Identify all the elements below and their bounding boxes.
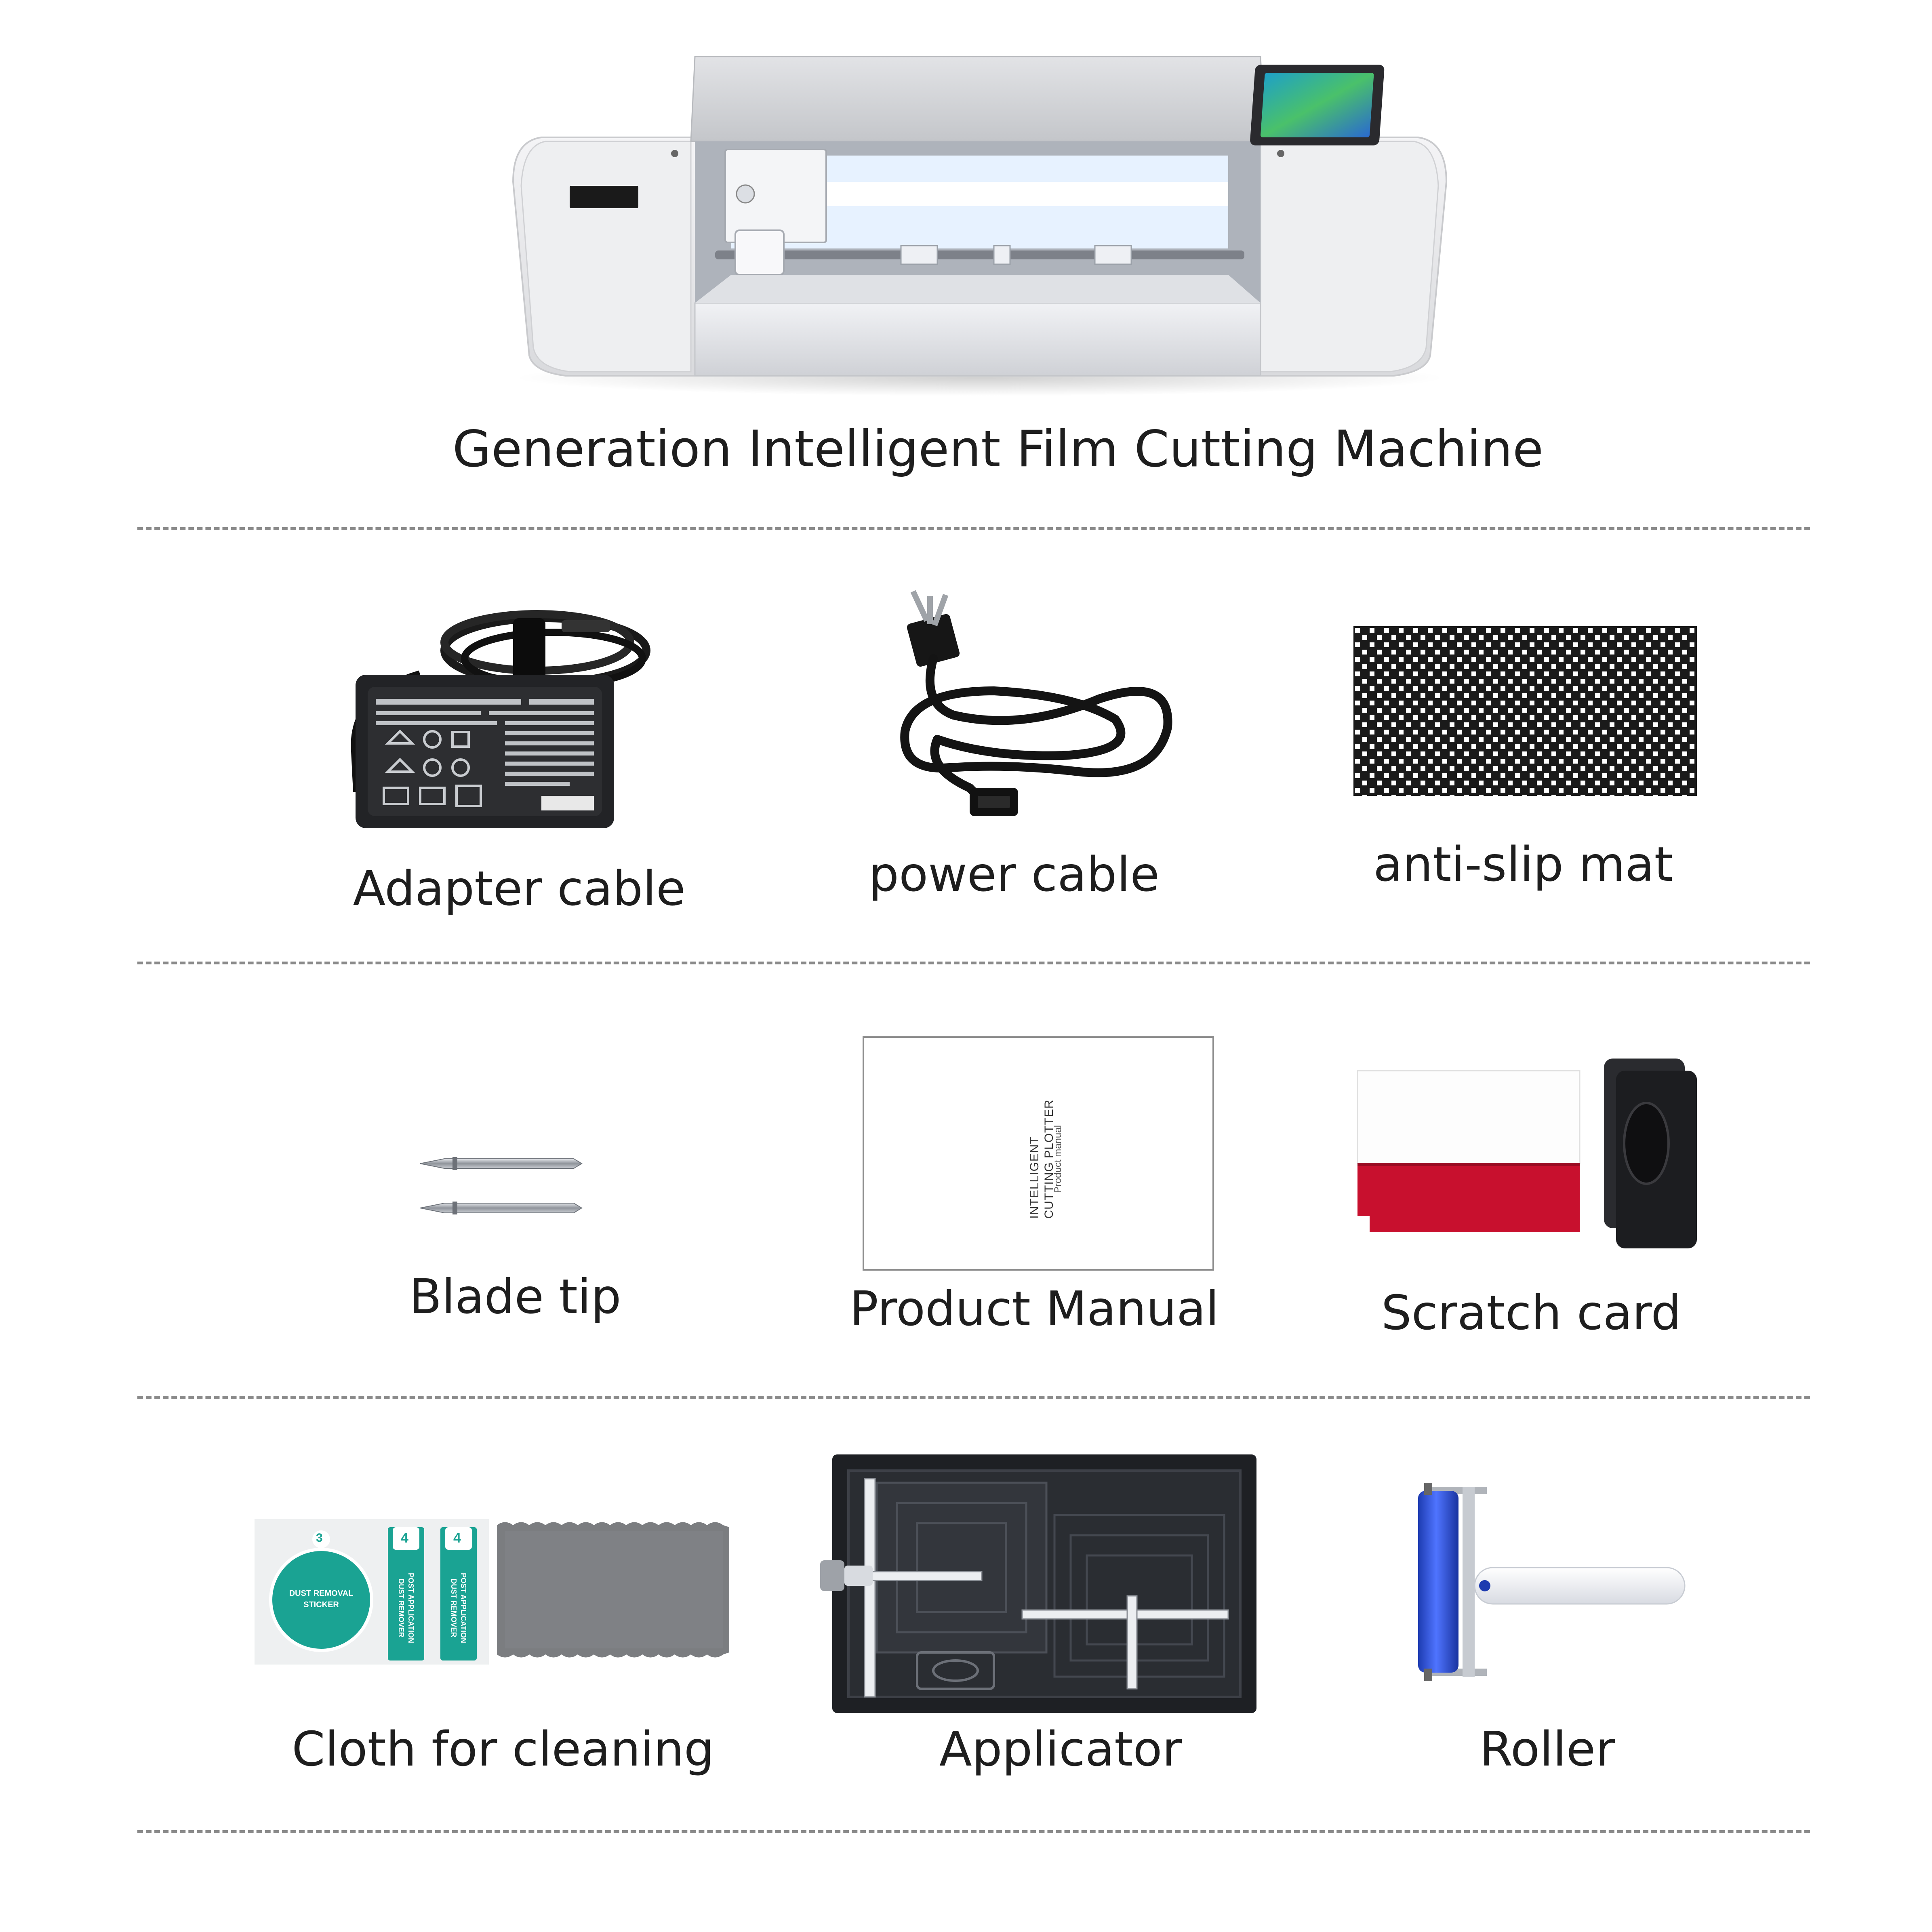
manual-icon: INTELLIGENT CUTTING PLOTTER Product manu… (981, 1099, 1103, 1219)
item-label-adapter-cable: Adapter cable (353, 861, 686, 916)
sticker-post-line1: POST APPLICATION (407, 1572, 415, 1644)
section-divider (137, 962, 1810, 964)
sticker-number-4: 4 (453, 1530, 461, 1546)
section-divider (137, 1830, 1810, 1833)
sticker-post-line2: DUST REMOVER (450, 1578, 458, 1637)
item-label-product-manual: Product Manual (849, 1281, 1219, 1336)
item-label-power-cable: power cable (869, 846, 1160, 902)
item-label-scratch-card: Scratch card (1381, 1285, 1682, 1341)
power-cord-icon (900, 590, 1172, 816)
item-label-anti-slip-mat: anti-slip mat (1373, 836, 1673, 892)
scratch-card-icon (1357, 1059, 1697, 1248)
cutting-machine-icon (512, 56, 1448, 396)
anti-slip-mat-icon (1353, 626, 1697, 796)
blade-tip-image (420, 1151, 590, 1220)
machine-title: Generation Intelligent Film Cutting Mach… (452, 420, 1544, 478)
item-label-cloth-for-cleaning: Cloth for cleaning (292, 1721, 714, 1777)
cutting-machine-image (505, 48, 1454, 400)
adapter-cable-image (335, 582, 691, 832)
anti-slip-mat-image (1353, 626, 1697, 796)
section-divider (137, 1396, 1810, 1399)
item-label-blade-tip: Blade tip (409, 1269, 621, 1324)
sticker-number-4: 4 (401, 1530, 408, 1546)
sticker-post-line1: POST APPLICATION (459, 1572, 467, 1644)
product-manual-image: INTELLIGENT CUTTING PLOTTER Product manu… (863, 1036, 1214, 1271)
scratch-card-image (1357, 1059, 1701, 1252)
cleaning-cloth-image: 3 DUST REMOVAL STICKER 4 4 POST APPLICAT… (255, 1519, 735, 1665)
item-label-applicator: Applicator (939, 1721, 1182, 1777)
sticker-dust-line2: STICKER (303, 1600, 339, 1609)
roller-icon (1418, 1483, 1686, 1681)
section-divider (137, 527, 1810, 530)
blade-tip-icon (420, 1157, 583, 1214)
power-cable-image (889, 590, 1188, 816)
applicator-image (804, 1454, 1261, 1717)
manual-title-line1: INTELLIGENT (1028, 1136, 1041, 1219)
manual-subtitle: Product manual (1052, 1125, 1063, 1193)
power-adapter-icon (351, 610, 650, 828)
item-label-roller: Roller (1480, 1721, 1615, 1777)
sticker-post-line2: DUST REMOVER (397, 1578, 405, 1637)
cleaning-cloth-icon (255, 1519, 729, 1665)
roller-image (1410, 1479, 1693, 1689)
sticker-dust-line1: DUST REMOVAL (289, 1589, 354, 1598)
applicator-icon (820, 1454, 1256, 1713)
sticker-number-3: 3 (316, 1531, 323, 1545)
